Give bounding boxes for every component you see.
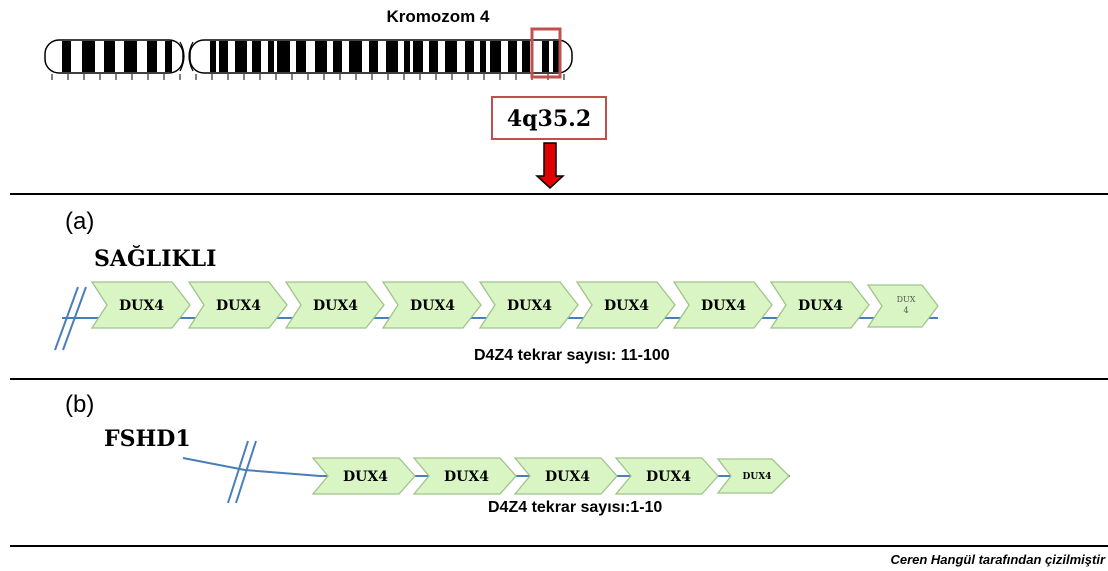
chromosome-4-ideogram (44, 39, 573, 80)
panel-b-repeat (614, 457, 719, 495)
panel-a-break-mark (54, 286, 79, 351)
chromosome-band (369, 41, 378, 72)
chromosome-band (315, 41, 327, 72)
chromosome-band (333, 41, 342, 72)
locus-label: 4q35.2 (507, 106, 591, 132)
panel-b-break-mark (235, 440, 257, 504)
panel-a-repeat-label: DUX4 (507, 298, 552, 314)
chromosome-band (404, 41, 410, 72)
panel-a-repeat (575, 281, 676, 329)
chromosome-band (82, 41, 95, 72)
panel-b-small-repeat-label: DUX4 (743, 472, 772, 482)
panel-b-break-mark (227, 440, 249, 504)
chromosome-band (445, 41, 457, 72)
down-arrow-icon (535, 142, 565, 190)
chromosome-band (522, 41, 530, 72)
chromosome-band (268, 41, 274, 72)
chromosome-band (277, 41, 290, 72)
panel-a-repeat (478, 281, 579, 329)
panel-b-repeat (513, 457, 618, 495)
chromosome-band (235, 41, 247, 72)
chromosome-band (147, 41, 157, 72)
panel-a-break-mark (62, 286, 87, 351)
chromosome-band (490, 41, 501, 72)
chromosome-title: Kromozom 4 (387, 7, 491, 26)
panel-a-repeat-label: DUX4 (701, 298, 746, 314)
panel-b-repeat-count: D4Z4 tekrar sayısı:1-10 (488, 499, 662, 516)
chromosome-band (165, 41, 172, 72)
credit-text: Ceren Hangül tarafından çizilmiştir (890, 552, 1105, 567)
locus-label-box (491, 96, 607, 140)
panel-b-repeat-array: DUX4 DUX4 DUX4 DUX4 (311, 457, 719, 495)
panel-a-repeat-label: DUX4 (119, 298, 164, 314)
panel-a-letter: (a) (65, 208, 94, 235)
panel-a-small-repeat-label-1: DUX (897, 295, 916, 304)
panel-b-repeat (311, 457, 416, 495)
panel-b-letter: (b) (65, 391, 94, 418)
panel-a-repeat (672, 281, 773, 329)
panel-a-repeat-label: DUX4 (216, 298, 261, 314)
chromosome-band (210, 41, 216, 72)
chromosome-band (429, 41, 438, 72)
panel-a-repeat-array: DUX4 DUX4 DUX4 DUX4 DUX4 DUX4 DUX4 DUX4 (90, 281, 870, 329)
chromosome-band (62, 41, 71, 72)
chromosome-ticks (51, 74, 565, 80)
panel-a-small-repeat-label-2: 4 (903, 306, 908, 315)
panel-a-repeat (769, 281, 870, 329)
chromosome-bands-q (210, 41, 559, 72)
chromosome-band (480, 41, 486, 72)
panel-a-small-repeat (866, 284, 939, 328)
panel-b-repeat-label: DUX4 (646, 469, 691, 485)
chromosome-band (124, 41, 137, 72)
chromosome-band (349, 41, 362, 72)
panel-b-repeat-label: DUX4 (444, 469, 489, 485)
chromosome-band (104, 41, 115, 72)
chromosome-band (386, 41, 398, 72)
panel-a-repeat-label: DUX4 (604, 298, 649, 314)
panel-b-repeat-label: DUX4 (545, 469, 590, 485)
panel-b-repeat (412, 457, 517, 495)
panel-a-title: SAĞLIKLI (94, 245, 216, 272)
chromosome-band (465, 41, 474, 72)
locus-highlight-box (530, 27, 562, 79)
chromosome-band (219, 41, 228, 72)
panel-a-repeat (187, 281, 288, 329)
chromosome-band (296, 41, 306, 72)
panel-a-repeat-label: DUX4 (410, 298, 455, 314)
chromosome-bands-p (62, 41, 172, 72)
centromere (179, 41, 194, 72)
panel-b-repeat-label: DUX4 (343, 469, 388, 485)
panel-a-repeat (284, 281, 385, 329)
panel-a-repeat (381, 281, 482, 329)
chromosome-band (542, 41, 549, 72)
panel-a-repeat-count: D4Z4 tekrar sayısı: 11-100 (474, 347, 670, 364)
chromosome-band (553, 41, 559, 72)
panel-b-small-repeat (716, 458, 790, 494)
panel-a-repeat-label: DUX4 (798, 298, 843, 314)
panel-a-repeat (90, 281, 191, 329)
panel-b-baseline (182, 457, 321, 477)
chromosome-band (252, 41, 261, 72)
panel-b-title: FSHD1 (104, 426, 191, 452)
panel-a-repeat-label: DUX4 (313, 298, 358, 314)
chromosome-band (508, 41, 517, 72)
chromosome-band (413, 41, 423, 72)
